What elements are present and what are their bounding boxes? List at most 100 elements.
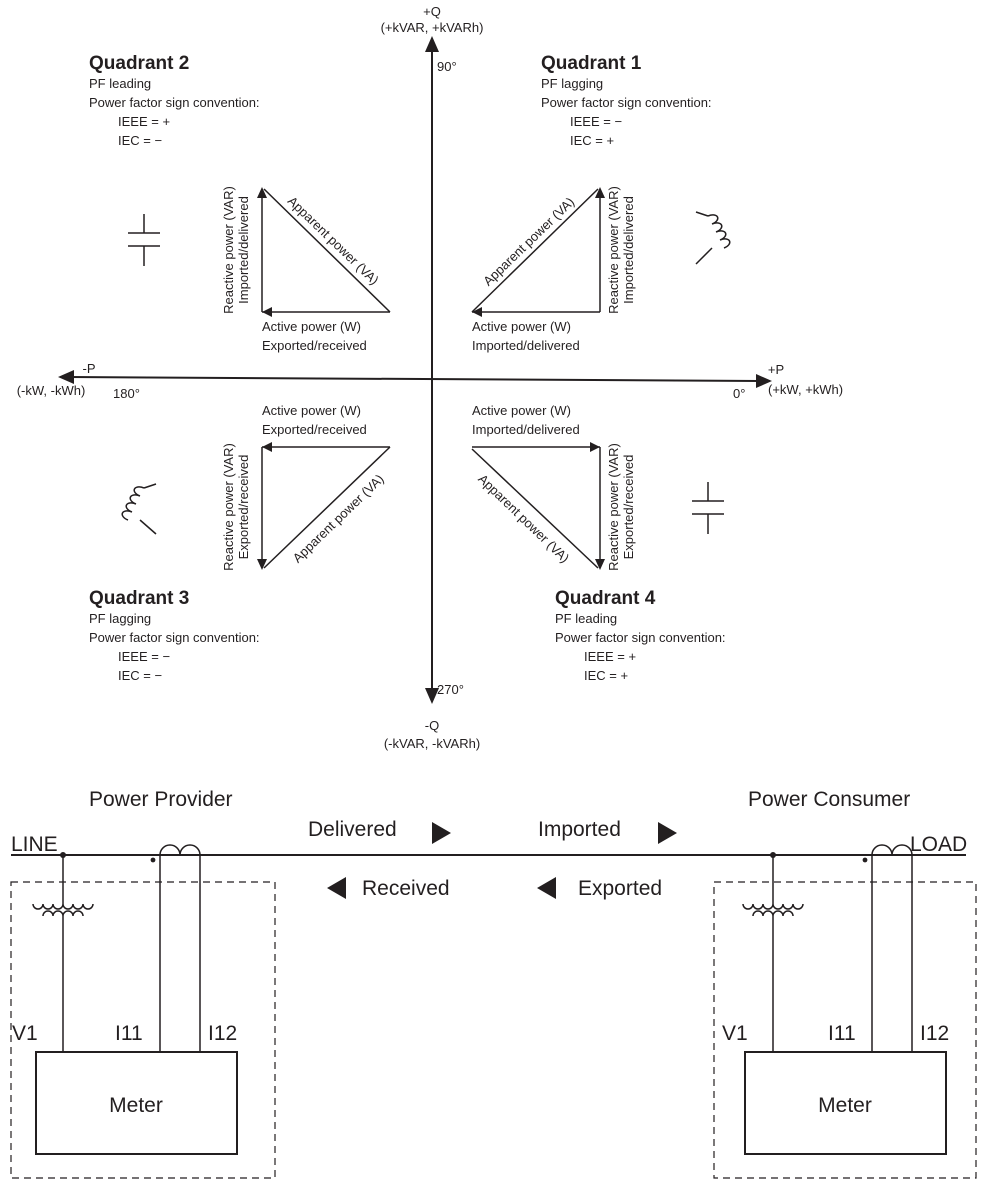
quadrant-3-active-dir: Exported/received: [262, 422, 367, 437]
deg-270-label: 270°: [437, 682, 464, 697]
inductor-icon: [121, 483, 157, 535]
imported-label: Imported: [538, 818, 621, 841]
q-neg-label: -Q: [425, 718, 439, 733]
consumer-v1-label: V1: [722, 1022, 748, 1045]
received-label: Received: [362, 877, 450, 900]
p-neg-units: (-kW, -kWh): [17, 383, 86, 398]
p-pos-units: (+kW, +kWh): [768, 382, 843, 397]
quadrant-4-triangle: [471, 442, 605, 570]
quadrant-2-pf: PF leading: [89, 76, 151, 91]
quadrant-4-convention: Power factor sign convention:: [555, 630, 726, 645]
quadrant-1-apparent: Apparent power (VA): [480, 194, 577, 288]
consumer-voltage-transformer: [742, 852, 804, 1052]
capacitor-icon: [128, 214, 160, 266]
quadrant-3-convention: Power factor sign convention:: [89, 630, 260, 645]
quadrant-3-triangle: [257, 442, 391, 570]
quadrant-3-iec: IEC = −: [118, 668, 162, 683]
quadrant-4-pf: PF leading: [555, 611, 617, 626]
inductor-icon: [695, 211, 731, 265]
quadrant-2-apparent: Apparent power (VA): [285, 193, 382, 287]
p-pos-label: +P: [768, 362, 784, 377]
received-arrow-icon: [327, 877, 346, 899]
quadrant-1-iec: IEC = +: [570, 133, 614, 148]
quadrant-4-reactive: Reactive power (VAR): [606, 443, 621, 571]
quadrant-4-reactive-dir: Exported/received: [621, 455, 636, 560]
quadrant-2-active-dir: Exported/received: [262, 338, 367, 353]
p-pos-arrowhead: [756, 374, 772, 388]
quadrant-4-active-dir: Imported/delivered: [472, 422, 580, 437]
quadrant-3-title: Quadrant 3: [89, 588, 189, 609]
quadrant-1-active: Active power (W): [472, 319, 571, 334]
quadrant-2-active: Active power (W): [262, 319, 361, 334]
quadrant-2-reactive: Reactive power (VAR): [221, 186, 236, 314]
provider-meter-box: [35, 1051, 238, 1155]
quadrant-3-apparent: Apparent power (VA): [290, 471, 387, 565]
quadrant-4-title: Quadrant 4: [555, 588, 656, 609]
provider-i11-label: I11: [115, 1022, 143, 1045]
quadrant-3-reactive: Reactive power (VAR): [221, 443, 236, 571]
consumer-current-transformer: [862, 844, 913, 1052]
consumer-meter-box: [744, 1051, 947, 1155]
quadrant-4-iec: IEC = +: [584, 668, 628, 683]
quadrant-2-convention: Power factor sign convention:: [89, 95, 260, 110]
p-neg-label: -P: [83, 361, 96, 376]
provider-voltage-transformer: [32, 852, 94, 1052]
axes: +Q (+kVAR, +kVARh) 90° 270° -Q (-kVAR, -…: [17, 4, 843, 751]
q-pos-units: (+kVAR, +kVARh): [381, 20, 484, 35]
quadrant-2-triangle: [257, 187, 391, 317]
consumer-i11-label: I11: [828, 1022, 856, 1045]
quadrant-1-ieee: IEEE = −: [570, 114, 622, 129]
deg-0-label: 0°: [733, 386, 745, 401]
quadrant-3-pf: PF lagging: [89, 611, 151, 626]
quadrant-4-active: Active power (W): [472, 403, 571, 418]
p-neg-arrowhead: [58, 370, 74, 384]
exported-label: Exported: [578, 877, 662, 900]
provider-v1-label: V1: [12, 1022, 38, 1045]
quadrant-2-reactive-dir: Imported/delivered: [236, 196, 251, 304]
deg-90-label: 90°: [437, 59, 457, 74]
quadrant-2-ieee: IEEE = +: [118, 114, 170, 129]
p-axis: [67, 376, 761, 382]
power-consumer-label: Power Consumer: [748, 788, 910, 811]
quadrant-4-ieee: IEEE = +: [584, 649, 636, 664]
capacitor-icon: [692, 482, 724, 534]
load-label: LOAD: [910, 833, 967, 856]
provider-meter-label: Meter: [109, 1094, 163, 1117]
quadrant-1-convention: Power factor sign convention:: [541, 95, 712, 110]
quadrant-1-active-dir: Imported/delivered: [472, 338, 580, 353]
consumer-boundary: [713, 881, 977, 1179]
line-label: LINE: [11, 833, 58, 856]
quadrant-3-ieee: IEEE = −: [118, 649, 170, 664]
exported-arrow-icon: [537, 877, 556, 899]
consumer-i12-label: I12: [920, 1022, 949, 1045]
power-provider-label: Power Provider: [89, 788, 233, 811]
quadrant-1-pf: PF lagging: [541, 76, 603, 91]
quadrant-1-triangle: [471, 187, 605, 317]
quadrant-3-reactive-dir: Exported/received: [236, 455, 251, 560]
metering-diagram: Power Provider Power Consumer LINE LOAD …: [10, 788, 977, 1179]
provider-boundary: [10, 881, 276, 1179]
q-neg-arrowhead: [425, 688, 439, 704]
quadrant-1-title: Quadrant 1: [541, 53, 642, 74]
quadrant-2-title: Quadrant 2: [89, 53, 189, 74]
provider-i12-label: I12: [208, 1022, 237, 1045]
deg-180-label: 180°: [113, 386, 140, 401]
quadrant-2: Quadrant 2 PF leading Power factor sign …: [89, 53, 391, 353]
q-pos-arrowhead: [425, 36, 439, 52]
quadrant-4: Active power (W) Imported/delivered Appa…: [471, 403, 726, 683]
consumer-meter-label: Meter: [818, 1094, 872, 1117]
q-neg-units: (-kVAR, -kVARh): [384, 736, 480, 751]
delivered-arrow-icon: [432, 822, 451, 844]
quadrant-2-iec: IEC = −: [118, 133, 162, 148]
quadrant-4-apparent: Apparent power (VA): [475, 471, 572, 565]
delivered-label: Delivered: [308, 818, 397, 841]
quadrant-1-reactive: Reactive power (VAR): [606, 186, 621, 314]
quadrant-3: Active power (W) Exported/received Appar…: [89, 403, 391, 683]
q-pos-label: +Q: [423, 4, 441, 19]
provider-current-transformer: [150, 844, 201, 1052]
quadrant-1: Quadrant 1 PF lagging Power factor sign …: [471, 53, 731, 353]
quadrant-1-reactive-dir: Imported/delivered: [621, 196, 636, 304]
imported-arrow-icon: [658, 822, 677, 844]
